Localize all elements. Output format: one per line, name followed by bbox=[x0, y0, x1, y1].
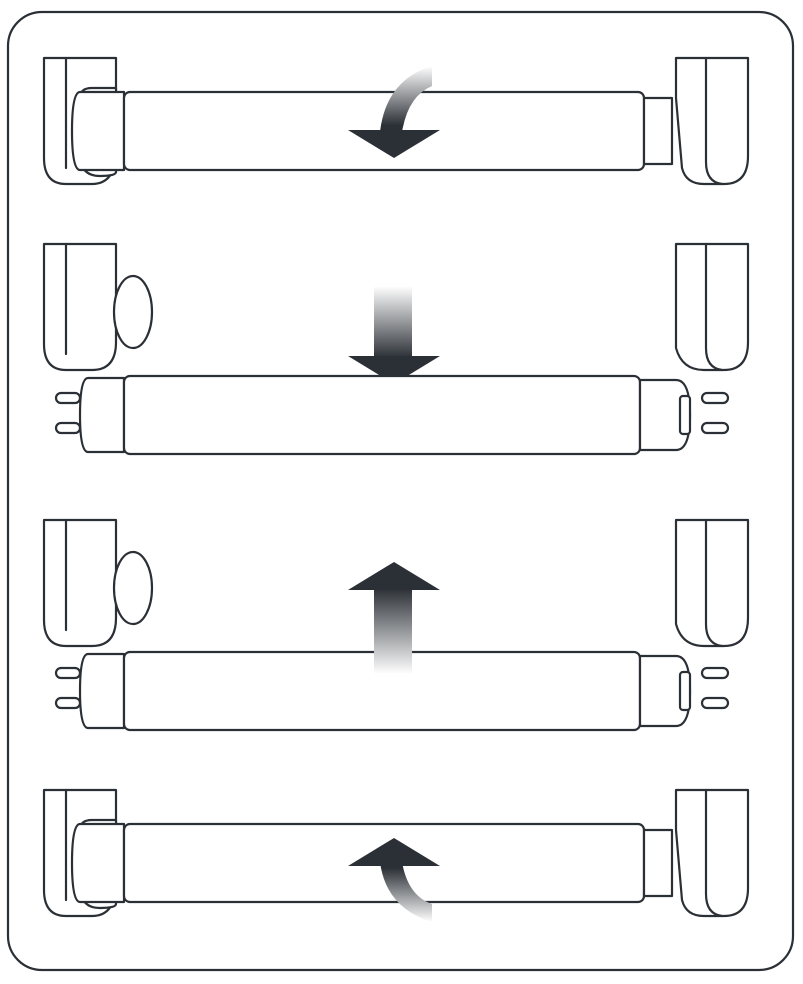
left-lamp-holder bbox=[42, 518, 154, 648]
right-lamp-holder bbox=[674, 788, 750, 918]
left-lamp-holder bbox=[42, 242, 154, 372]
straight-down-icon bbox=[348, 286, 440, 384]
right-lamp-holder bbox=[674, 242, 750, 372]
straight-up-icon bbox=[348, 562, 440, 674]
fluorescent-tube bbox=[54, 650, 730, 732]
right-lamp-holder bbox=[674, 56, 750, 186]
panel-1-installed bbox=[42, 56, 750, 186]
panel-3-insert bbox=[42, 518, 750, 732]
curved-down-icon bbox=[348, 66, 440, 158]
fluorescent-tube bbox=[54, 374, 730, 456]
panel-4-installed bbox=[42, 788, 750, 922]
panel-2-remove bbox=[42, 242, 750, 456]
right-lamp-holder bbox=[674, 518, 750, 648]
curved-up-icon bbox=[348, 838, 440, 922]
